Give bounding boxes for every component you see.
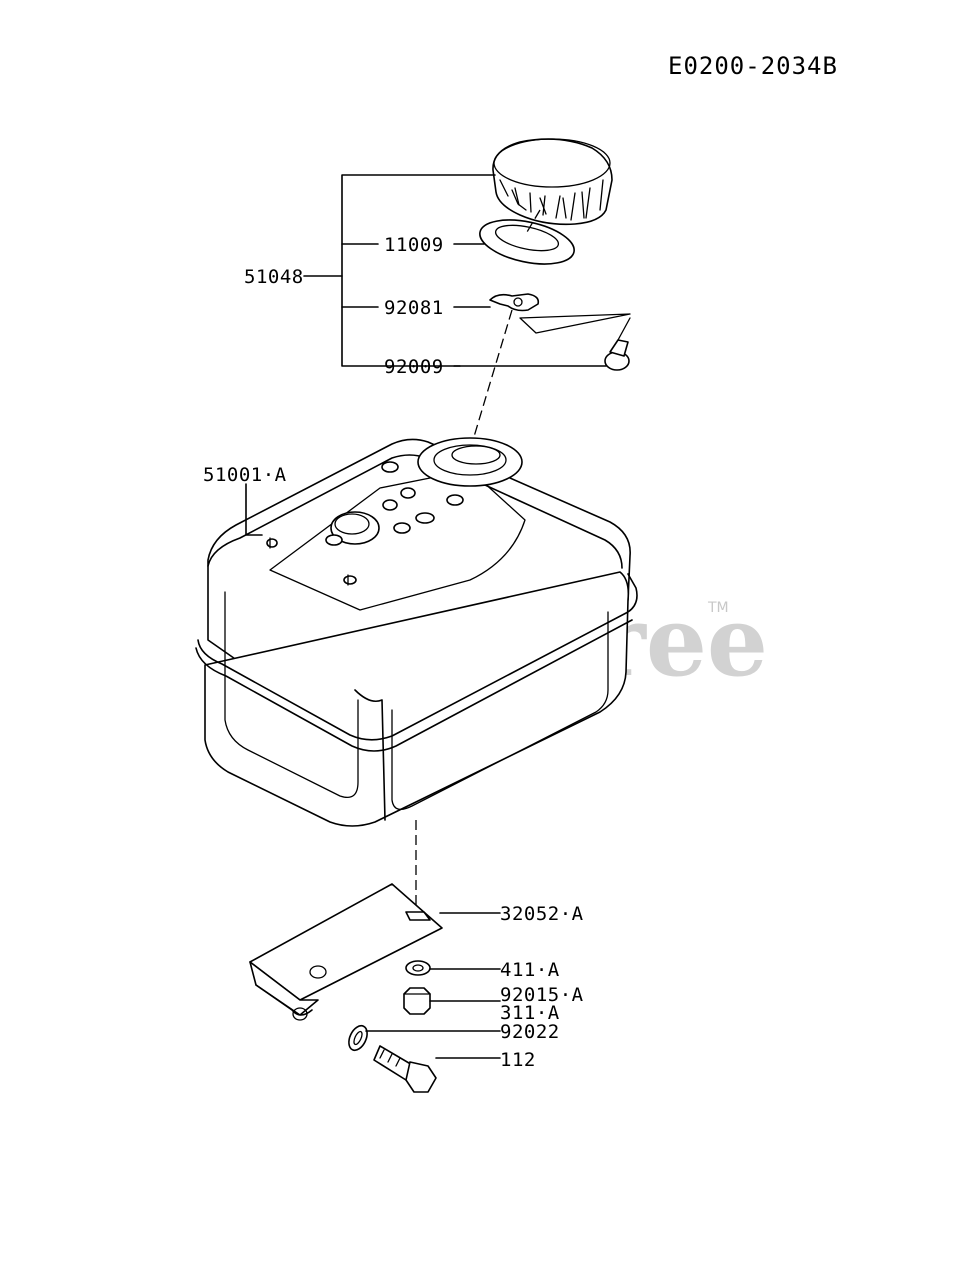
- leader-lines: [245, 174, 607, 1059]
- bolt[interactable]: [373, 1045, 437, 1093]
- watermark-trademark: TM: [707, 600, 729, 616]
- label-51048[interactable]: 51048: [244, 266, 304, 288]
- cap-screw[interactable]: [604, 317, 631, 371]
- nut[interactable]: [403, 987, 431, 1015]
- label-92022[interactable]: 92022: [500, 1021, 560, 1043]
- label-92081[interactable]: 92081: [384, 297, 444, 319]
- fuel-tank[interactable]: [195, 437, 638, 827]
- label-51001-a[interactable]: 51001·A: [203, 464, 287, 486]
- label-92015-a[interactable]: 92015·A: [500, 984, 584, 1006]
- label-92009[interactable]: 92009: [384, 356, 444, 378]
- label-311-a[interactable]: 311·A: [500, 1002, 560, 1024]
- label-32052-a[interactable]: 32052·A: [500, 903, 584, 925]
- label-112[interactable]: 112: [500, 1049, 536, 1071]
- tank-bracket[interactable]: [249, 883, 443, 1021]
- label-411-a[interactable]: 411·A: [500, 959, 560, 981]
- fuel-cap[interactable]: [492, 138, 613, 226]
- washer-411[interactable]: [405, 960, 431, 976]
- label-11009[interactable]: 11009: [384, 234, 444, 256]
- washer-92022[interactable]: [345, 1023, 370, 1053]
- cap-chain[interactable]: [489, 293, 631, 334]
- diagram-code: E0200-2034B: [668, 52, 838, 80]
